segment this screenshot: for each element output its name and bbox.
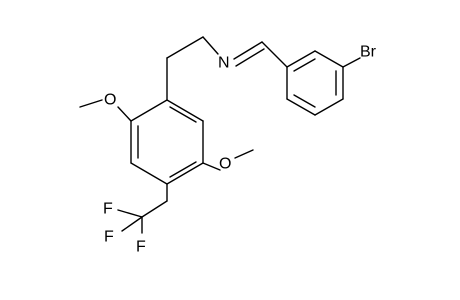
bond [286, 50, 316, 68]
bond [121, 216, 143, 232]
bond [141, 200, 168, 218]
bromophenyl-ring [286, 50, 361, 116]
bond [166, 162, 204, 185]
double-bond-inner [293, 94, 316, 108]
methoxy-top [79, 99, 132, 122]
fluorine-atom-label: F [136, 239, 146, 256]
methoxy-right [202, 149, 254, 171]
trifluoroethyl-group [117, 183, 168, 234]
bond [79, 99, 103, 108]
oxygen-atom-label: O [104, 92, 116, 109]
nitrogen-atom-label: N [218, 55, 230, 72]
bond [130, 99, 168, 122]
bond [234, 149, 254, 159]
bond [202, 162, 221, 171]
bond [117, 209, 143, 218]
double-bond-inner [235, 48, 265, 67]
bond [314, 50, 344, 68]
bromine-atom-label: Br [360, 44, 377, 61]
bond [286, 98, 316, 116]
oxygen-atom-label: O [219, 156, 231, 173]
double-bond-inner [169, 161, 197, 178]
bond [202, 36, 219, 55]
fluorine-atom-label: F [104, 229, 114, 246]
fluorine-atom-label: F [103, 201, 113, 218]
bond [314, 98, 344, 116]
double-bond-inner [293, 58, 316, 72]
bond [261, 41, 288, 68]
bond [130, 162, 168, 185]
bond [342, 57, 361, 68]
dimethoxy-ring [130, 99, 204, 185]
bond [166, 36, 204, 59]
double-bond-inner [169, 106, 197, 123]
bond [117, 106, 132, 122]
ethyl-imine-chain [166, 36, 288, 101]
bond [166, 99, 204, 122]
bond [233, 41, 263, 60]
